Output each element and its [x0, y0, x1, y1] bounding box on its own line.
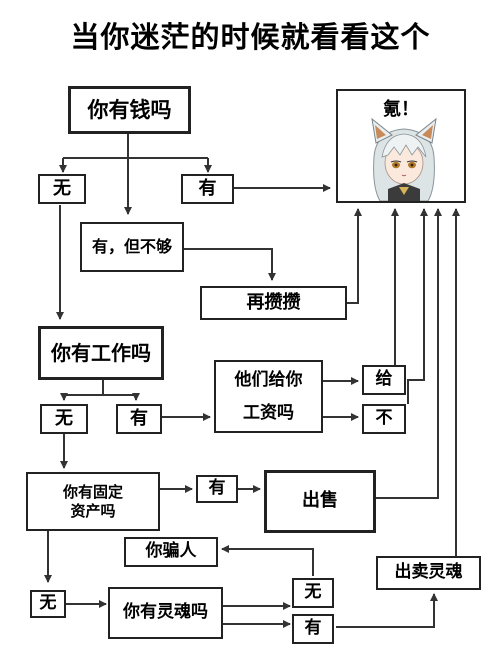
catgirl-avatar-icon [371, 117, 437, 201]
node-yes-assets: 有 [196, 475, 238, 503]
node-have-job: 你有工作吗 [38, 326, 164, 380]
node-not-enough: 有，但不够 [80, 222, 184, 272]
assets-line2: 资产吗 [70, 501, 116, 520]
pay-question-line2: 工资吗 [243, 402, 294, 423]
node-sell-soul: 出卖灵魂 [376, 556, 481, 590]
node-have-soul: 你有灵魂吗 [108, 587, 223, 639]
node-liar: 你骗人 [124, 537, 218, 567]
node-not-give: 不 [362, 404, 406, 434]
node-no-soul: 无 [292, 578, 334, 608]
avatar-caption: 氪！ [383, 99, 419, 120]
node-give: 给 [362, 365, 406, 395]
node-yes-soul: 有 [292, 614, 334, 644]
node-have-money: 你有钱吗 [68, 86, 191, 134]
node-no-money: 无 [38, 174, 86, 204]
page-title: 当你迷茫的时候就看看这个 [70, 20, 431, 54]
node-sell: 出售 [264, 470, 376, 533]
node-fixed-assets: 你有固定 资产吗 [26, 472, 160, 531]
avatar-panel: 氪！ [336, 89, 466, 203]
pay-question-line1: 他们给你 [234, 370, 303, 391]
node-yes-money: 有 [181, 174, 234, 204]
node-no-assets: 无 [30, 590, 66, 618]
node-yes-job: 有 [116, 404, 162, 434]
assets-line1: 你有固定 [62, 482, 123, 501]
node-save-more: 再攒攒 [200, 286, 347, 320]
node-no-job: 无 [40, 404, 88, 434]
node-pay-question: 他们给你 工资吗 [214, 360, 323, 433]
